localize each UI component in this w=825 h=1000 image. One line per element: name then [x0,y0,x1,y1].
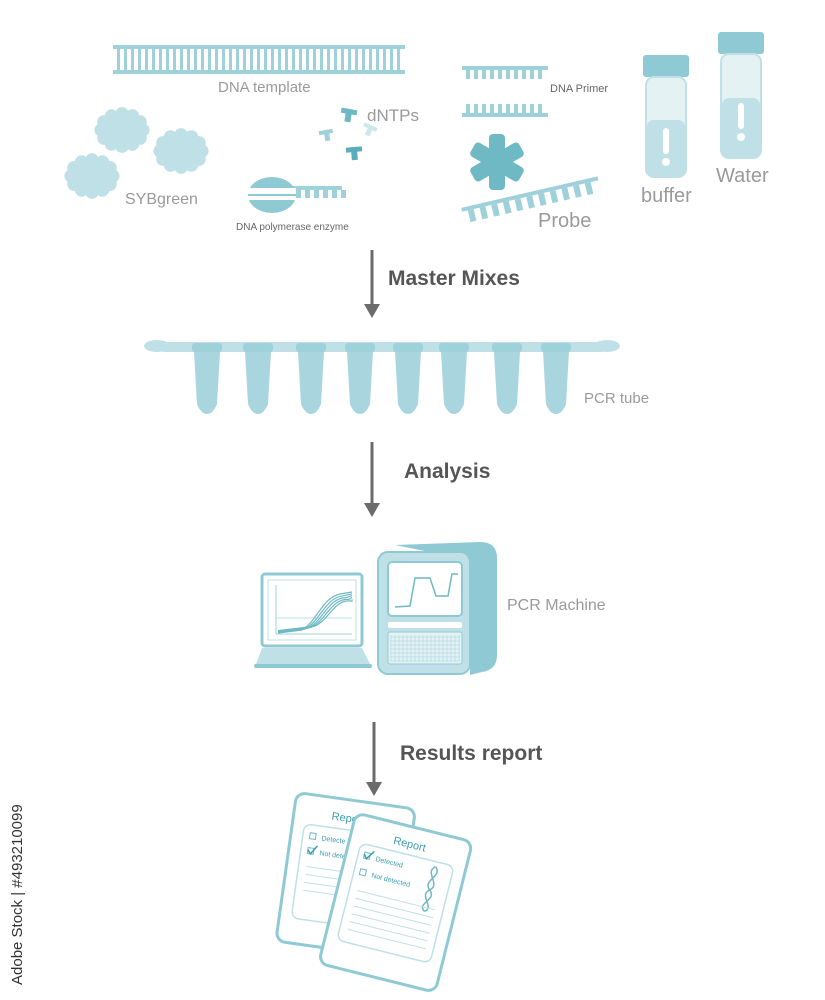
water-tube-icon [718,32,764,159]
dna-primer-icon [462,66,548,117]
label-probe: Probe [538,210,592,232]
stock-credit: Adobe Stock | #493210099 [9,804,26,985]
label-polymerase: DNA polymerase enzyme [236,222,349,233]
arrow-master-mixes [364,250,380,318]
label-dntps: dNTPs [367,106,419,125]
laptop-icon [254,572,372,668]
report-back-title: Repo [331,811,359,827]
label-dna-template: DNA template [218,79,311,96]
polymerase-icon [248,177,346,213]
pcr-tube-strip-icon [144,340,620,414]
dna-template-icon [113,45,405,74]
label-pcr-tube: PCR tube [584,390,650,407]
report-back-not-detected: Not detec [319,850,350,861]
pcr-machine-icon [377,542,497,675]
label-sybgreen: SYBgreen [125,191,198,208]
label-buffer: buffer [641,185,692,207]
label-pcr-machine: PCR Machine [507,597,606,614]
arrow-analysis [364,442,380,517]
probe-icon [461,134,599,223]
step-analysis: Analysis [404,460,491,483]
arrow-results [366,722,382,796]
dntp-icon [318,107,378,161]
label-dna-primer: DNA Primer [550,83,609,95]
step-results-report: Results report [400,742,543,765]
buffer-tube-icon [643,55,689,178]
sybgreen-icon [64,107,209,199]
report-front-icon: Report Detected Not detected [319,813,473,992]
dna-helix-icon [421,865,438,913]
report-back-detected: Detecte [321,835,346,845]
step-master-mixes: Master Mixes [388,267,520,290]
label-water: Water [716,165,769,187]
